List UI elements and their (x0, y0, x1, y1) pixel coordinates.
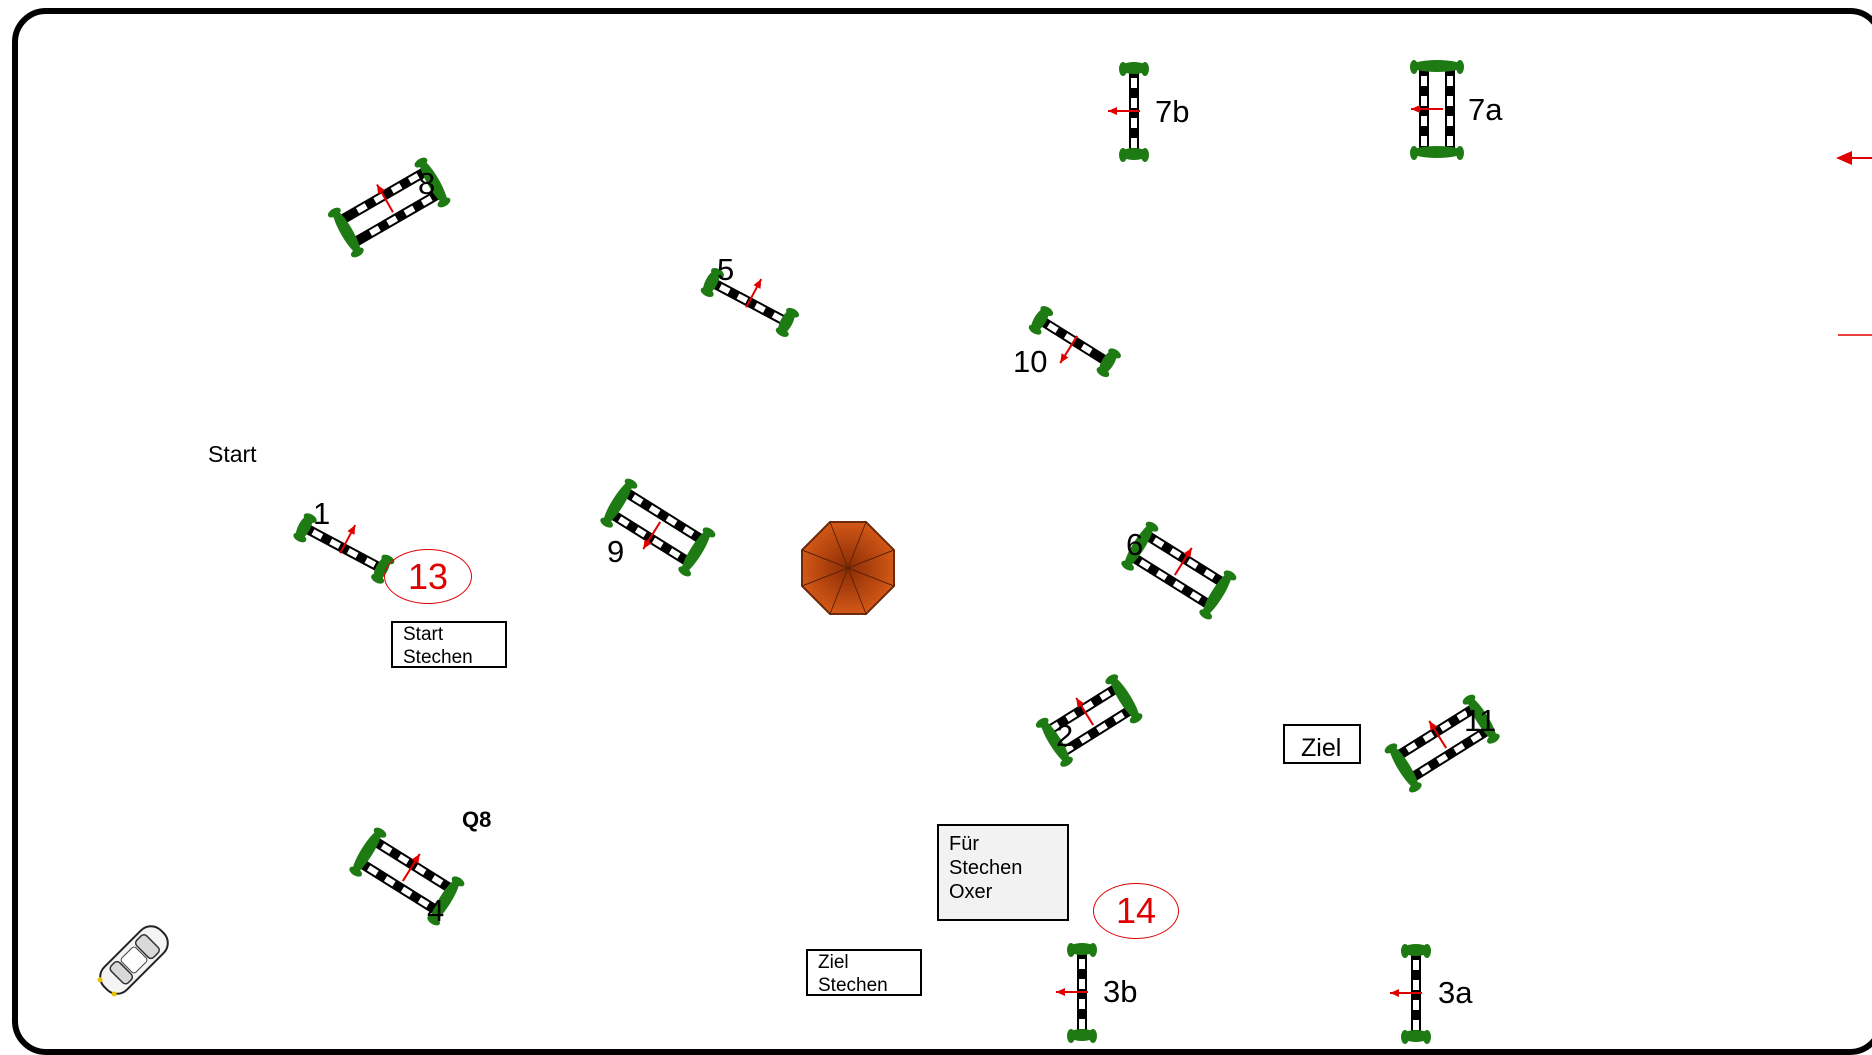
fence-label-7a: 7a (1468, 92, 1503, 127)
fence-drawing-3a (1390, 944, 1431, 1044)
fence-label-9: 9 (607, 534, 625, 569)
fence-label-7b: 7b (1155, 94, 1190, 129)
fence-label-2: 2 (1056, 718, 1074, 753)
ziel-box: Ziel (1283, 724, 1361, 764)
fence-drawing-4 (349, 827, 465, 926)
fuer-stechen-oxer-box: Für Stechen Oxer (937, 824, 1069, 921)
fence-drawing-3b (1056, 943, 1097, 1043)
fence-drawing-7a (1410, 60, 1464, 160)
octagon-obstacle-icon (801, 521, 895, 615)
start-stechen-box: Start Stechen (391, 621, 507, 668)
fence-label-4: 4 (427, 893, 445, 928)
q8-label: Q8 (462, 807, 492, 832)
start-label: Start (208, 441, 257, 467)
marker-13: 13 (384, 549, 472, 604)
fence-drawing-5 (700, 267, 800, 337)
fence-drawing-7b (1108, 62, 1149, 162)
fence-label-5: 5 (717, 252, 735, 287)
fence-drawing-9 (600, 478, 716, 577)
entrance-arrow-upper (1836, 151, 1872, 165)
fence-label-11: 11 (1464, 703, 1497, 738)
fence-drawing-10 (1028, 305, 1121, 378)
fence-label-3a: 3a (1438, 975, 1473, 1010)
fence-drawing-2 (1035, 674, 1143, 767)
fence-label-1: 1 (313, 496, 331, 531)
fence-label-8: 8 (418, 166, 436, 201)
fence-drawing-6 (1121, 521, 1237, 620)
fence-drawing-1 (293, 513, 395, 584)
fence-label-10: 10 (1013, 344, 1048, 379)
ziel-stechen-box: Ziel Stechen (806, 949, 922, 996)
car-icon (97, 925, 169, 997)
fence-drawing-11 (1384, 694, 1500, 793)
fence-label-3b: 3b (1103, 974, 1138, 1009)
marker-14: 14 (1093, 883, 1179, 939)
entrance-arrow-lower (1838, 334, 1872, 336)
fence-drawing-8 (327, 157, 451, 258)
fence-label-6: 6 (1126, 527, 1144, 562)
